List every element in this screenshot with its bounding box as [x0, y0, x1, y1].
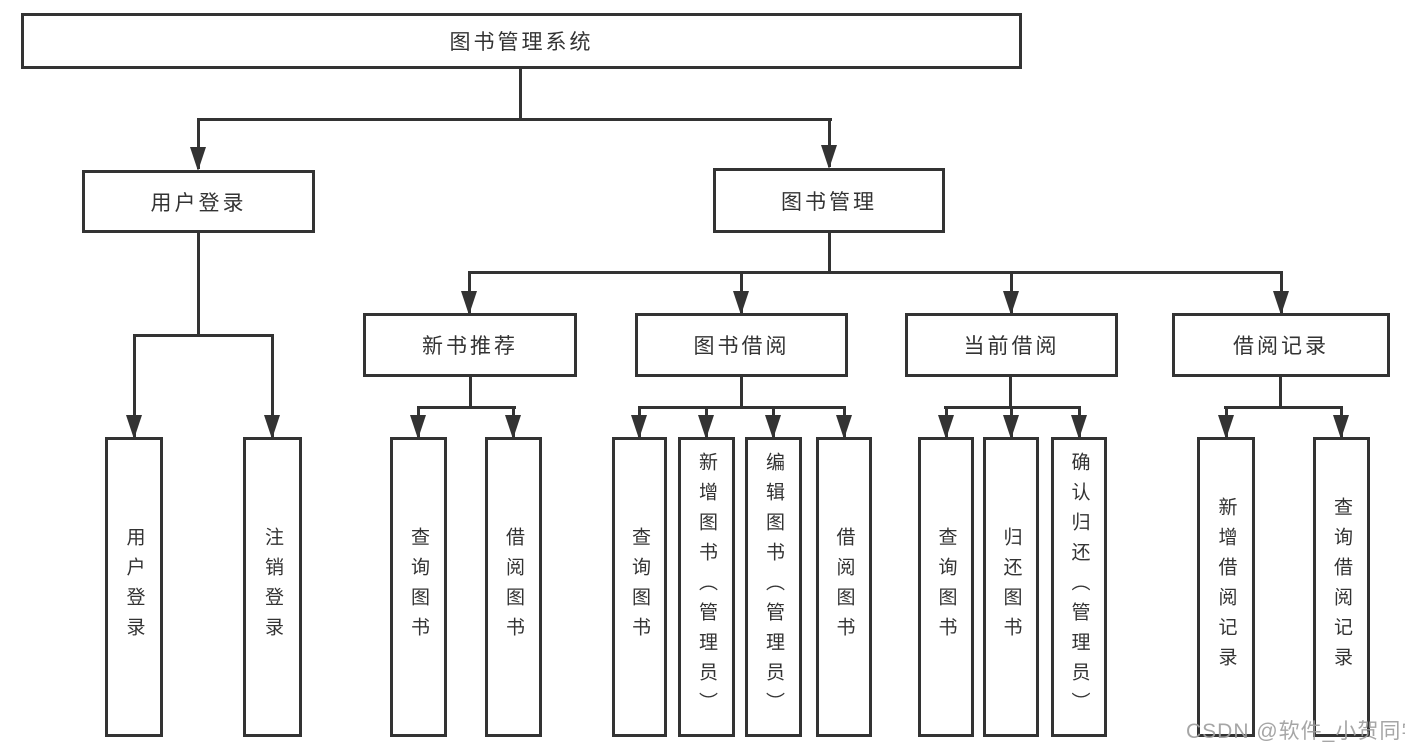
connector-userlogin-stem: [197, 233, 200, 337]
leaf-return-book-label: 归还图书: [1000, 527, 1022, 647]
leaf-user-login-label: 用户登录: [123, 527, 145, 647]
connector-borrowing-stem: [740, 377, 743, 408]
node-borrowing-records: 借阅记录: [1172, 313, 1390, 377]
arrow-down-icon: [264, 334, 281, 439]
arrow-down-icon: [733, 271, 750, 315]
arrow-down-icon: [1273, 271, 1290, 315]
leaf-confirm-return-admin-label: 确认归还（管理员）: [1068, 452, 1090, 722]
arrow-down-icon: [126, 334, 143, 439]
connector-bookmgmt-stem: [828, 233, 831, 274]
arrow-down-icon: [1071, 406, 1088, 439]
leaf-query-borrow-record-label: 查询借阅记录: [1331, 497, 1352, 677]
node-current-borrowing: 当前借阅: [905, 313, 1118, 377]
leaf-query-book-1-label: 查询图书: [408, 527, 429, 647]
leaf-borrow-book-1-label: 借阅图书: [503, 527, 524, 647]
leaf-borrow-book-1: 借阅图书: [485, 437, 542, 737]
leaf-user-login: 用户登录: [105, 437, 163, 737]
leaf-query-borrow-record: 查询借阅记录: [1313, 437, 1370, 737]
arrow-down-icon: [631, 406, 648, 439]
arrow-down-icon: [836, 406, 853, 439]
arrow-down-icon: [821, 118, 838, 169]
node-user-login-label: 用户登录: [150, 191, 247, 215]
connector-userlogin-bar: [133, 334, 274, 337]
leaf-add-borrow-record: 新增借阅记录: [1197, 437, 1255, 737]
leaf-query-book-1: 查询图书: [390, 437, 447, 737]
leaf-return-book: 归还图书: [983, 437, 1039, 737]
csdn-watermark: CSDN @软件_小贺同学: [1186, 720, 1405, 743]
connector-newbook-stem: [469, 377, 472, 408]
connector-newbook-bar: [417, 406, 516, 409]
leaf-add-book-admin-label: 新增图书（管理员）: [696, 452, 717, 722]
node-user-login: 用户登录: [82, 170, 315, 233]
node-book-management-label: 图书管理: [781, 190, 877, 214]
arrow-down-icon: [505, 406, 522, 439]
node-root: 图书管理系统: [21, 13, 1022, 69]
arrow-down-icon: [410, 406, 427, 439]
leaf-query-book-3: 查询图书: [918, 437, 974, 737]
connector-current-stem: [1009, 377, 1012, 408]
node-book-borrowing: 图书借阅: [635, 313, 848, 377]
connector-root-bar: [197, 118, 832, 121]
leaf-query-book-2-label: 查询图书: [629, 527, 650, 647]
arrow-down-icon: [1003, 271, 1020, 315]
node-root-label: 图书管理系统: [449, 31, 594, 54]
leaf-borrow-book-2: 借阅图书: [816, 437, 872, 737]
node-new-book-recommend-label: 新书推荐: [422, 335, 518, 358]
connector-bookmgmt-bar: [468, 271, 1283, 274]
leaf-confirm-return-admin: 确认归还（管理员）: [1051, 437, 1107, 737]
leaf-edit-book-admin: 编辑图书（管理员）: [745, 437, 802, 737]
connector-records-stem: [1279, 377, 1282, 408]
leaf-add-borrow-record-label: 新增借阅记录: [1215, 497, 1237, 677]
node-book-management: 图书管理: [713, 168, 945, 233]
arrow-down-icon: [698, 406, 715, 439]
connector-root-stem: [519, 69, 522, 119]
arrow-down-icon: [1003, 406, 1020, 439]
node-book-borrowing-label: 图书借阅: [693, 335, 790, 358]
arrow-down-icon: [461, 271, 478, 315]
node-current-borrowing-label: 当前借阅: [963, 335, 1060, 358]
leaf-logout: 注销登录: [243, 437, 302, 737]
leaf-borrow-book-2-label: 借阅图书: [833, 527, 855, 647]
leaf-edit-book-admin-label: 编辑图书（管理员）: [763, 452, 784, 722]
leaf-logout-label: 注销登录: [262, 527, 283, 647]
leaf-query-book-3-label: 查询图书: [935, 527, 957, 647]
arrow-down-icon: [1333, 406, 1350, 439]
node-new-book-recommend: 新书推荐: [363, 313, 577, 377]
arrow-down-icon: [1218, 406, 1235, 439]
arrow-down-icon: [190, 118, 207, 171]
arrow-down-icon: [938, 406, 955, 439]
leaf-query-book-2: 查询图书: [612, 437, 667, 737]
connector-records-bar: [1224, 406, 1343, 409]
leaf-add-book-admin: 新增图书（管理员）: [678, 437, 735, 737]
connector-borrowing-bar: [638, 406, 846, 409]
arrow-down-icon: [765, 406, 782, 439]
node-borrowing-records-label: 借阅记录: [1233, 335, 1329, 358]
